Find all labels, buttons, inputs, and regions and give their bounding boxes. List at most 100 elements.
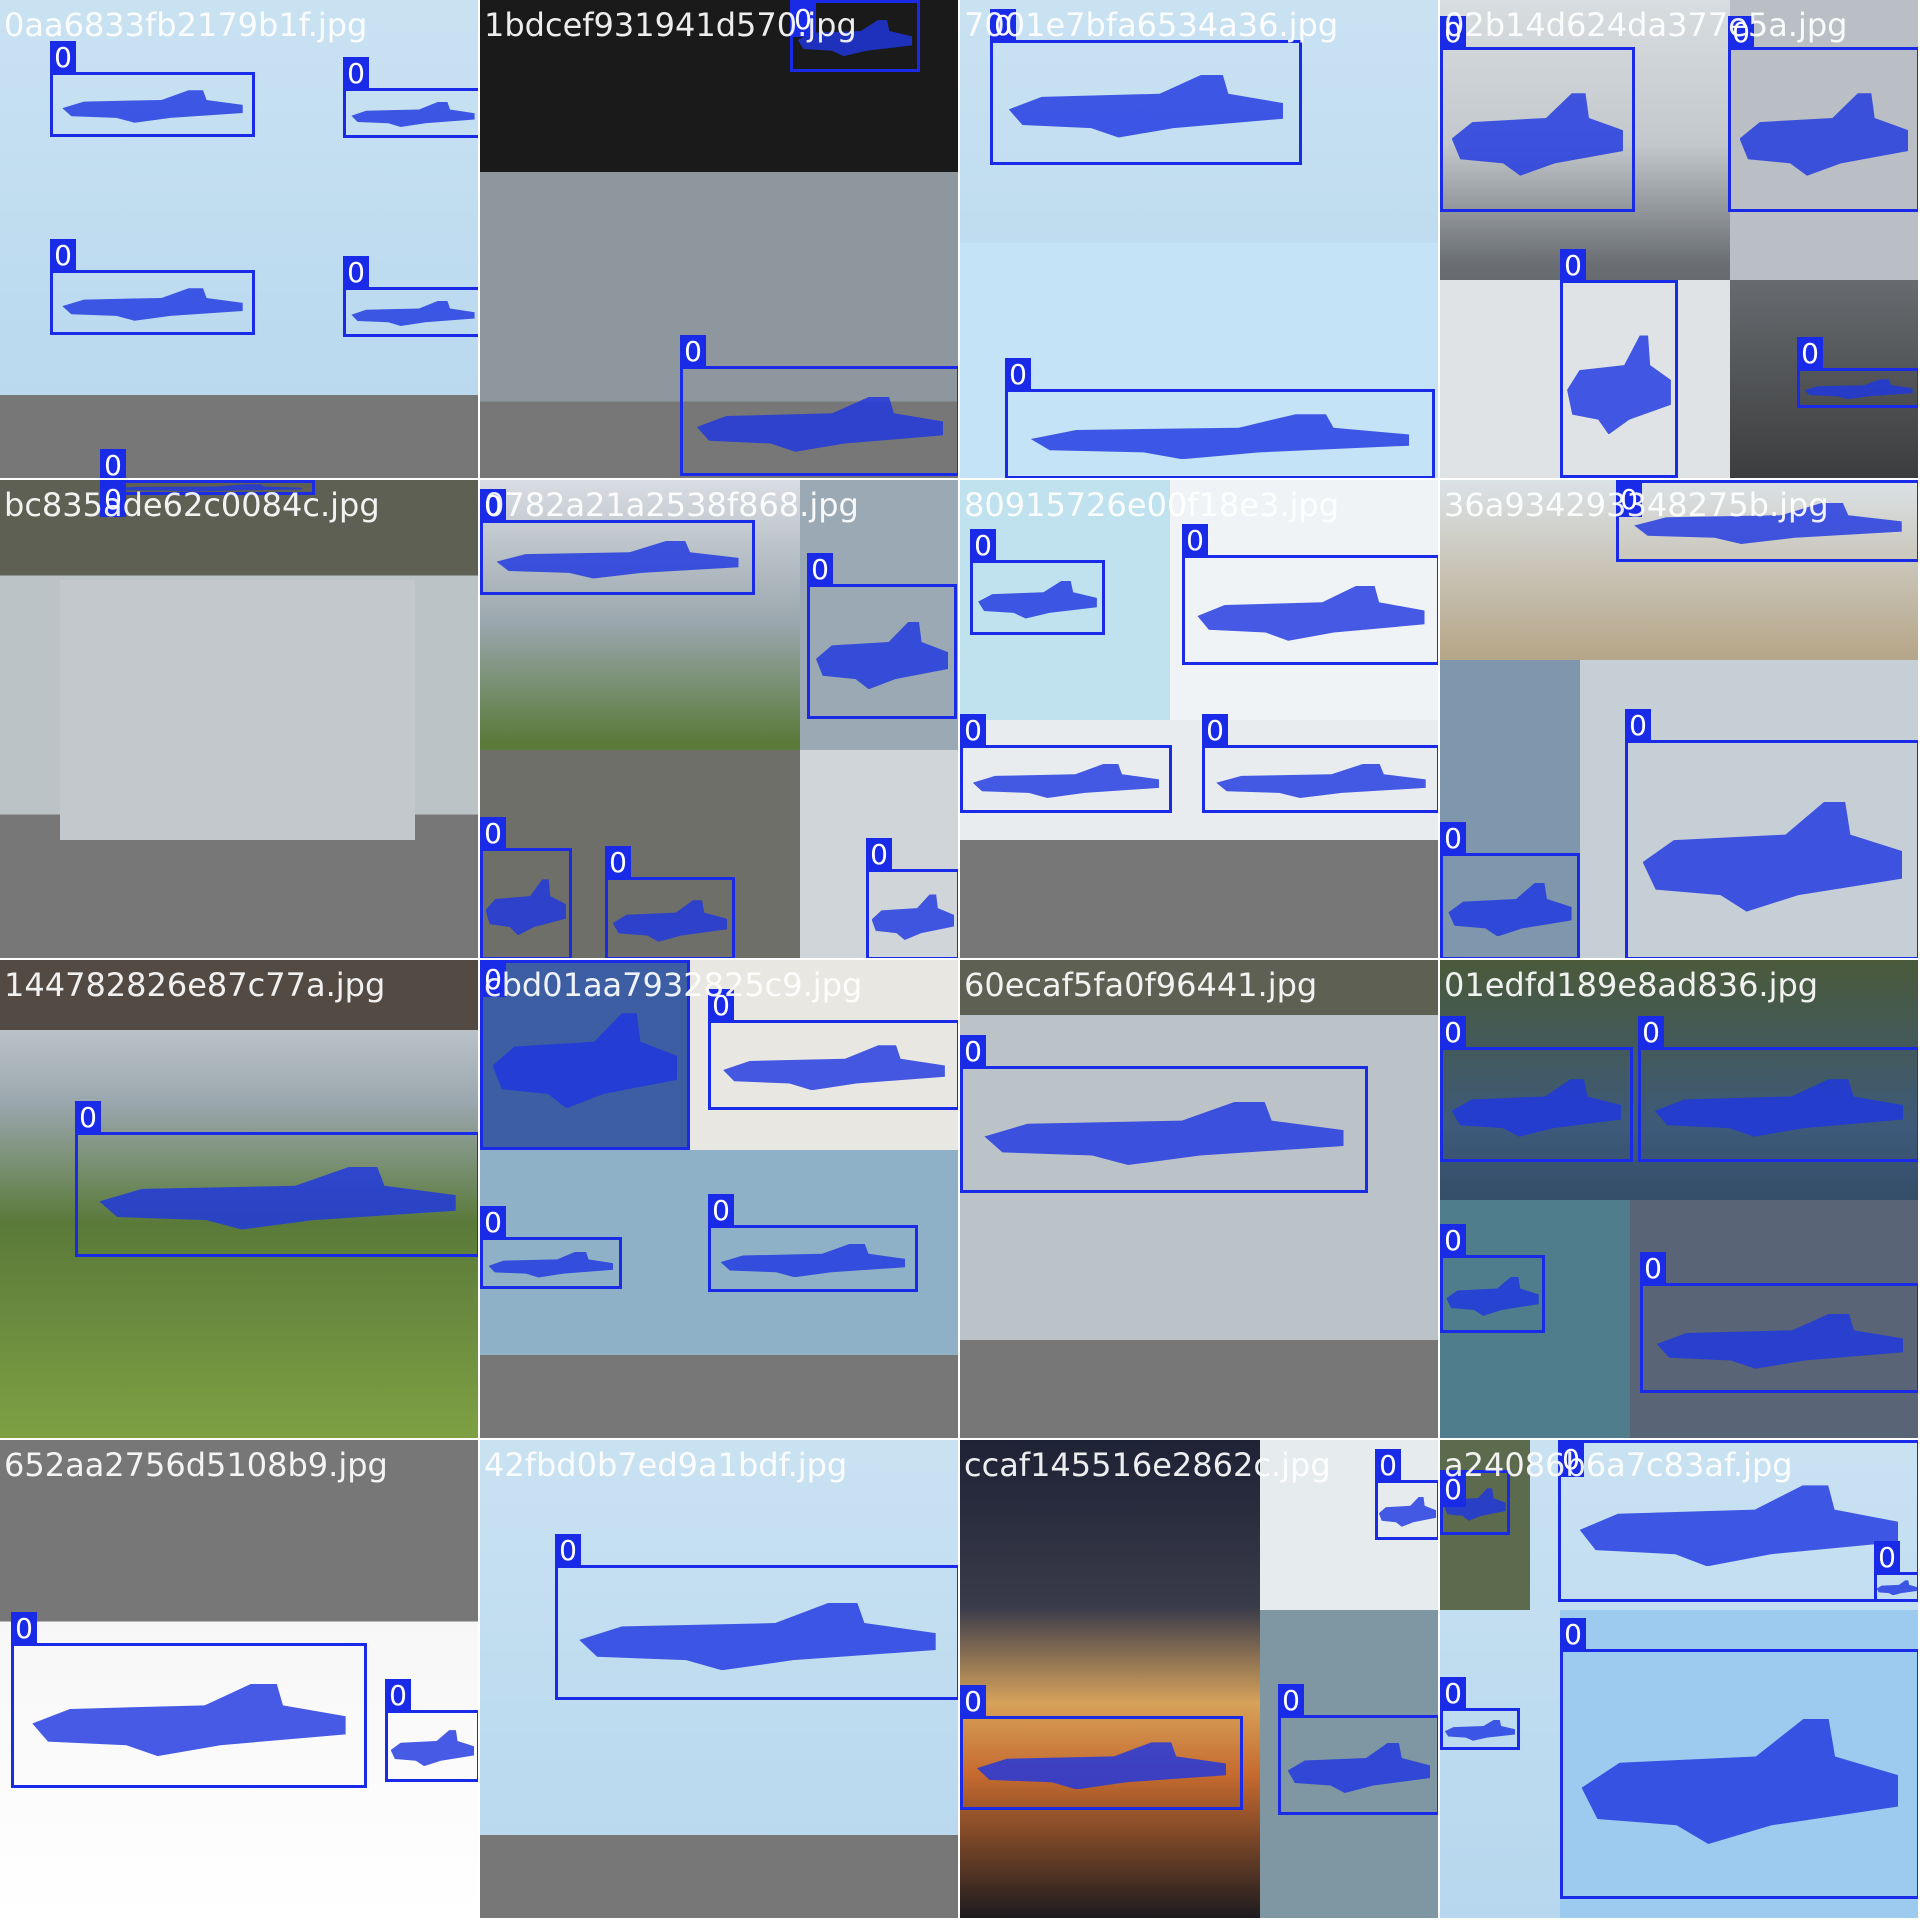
class-label: 0 bbox=[1874, 1541, 1900, 1575]
class-label: 0 bbox=[1202, 714, 1228, 748]
class-label: 0 bbox=[385, 1679, 411, 1713]
class-label: 0 bbox=[50, 41, 76, 75]
class-label: 0 bbox=[605, 846, 631, 880]
class-label: 0 bbox=[480, 963, 506, 997]
tile-filename: 01edfd189e8ad836.jpg bbox=[1444, 966, 1819, 1004]
tile-filename: 42fbd0b7ed9a1bdf.jpg bbox=[484, 1446, 848, 1484]
mosaic-tile: 000bc835ade62c0084c.jpg bbox=[0, 480, 480, 960]
class-label: 0 bbox=[708, 1194, 734, 1228]
detection-box: 0 bbox=[480, 1206, 622, 1289]
detection-box: 0 bbox=[708, 989, 958, 1110]
class-label: 0 bbox=[1640, 1252, 1666, 1286]
detection-box: 0 bbox=[960, 1685, 1243, 1810]
class-label: 0 bbox=[708, 989, 734, 1023]
class-label: 0 bbox=[1625, 709, 1651, 743]
detection-box: 0 bbox=[1728, 16, 1918, 212]
photo-region bbox=[800, 480, 958, 780]
class-label: 0 bbox=[1440, 1473, 1466, 1507]
photo-region bbox=[60, 580, 415, 840]
tile-filename: 652aa2756d5108b9.jpg bbox=[4, 1446, 388, 1484]
class-label: 0 bbox=[970, 529, 996, 563]
detection-box: 0 bbox=[1638, 1016, 1918, 1162]
class-label: 0 bbox=[807, 553, 833, 587]
photo-region bbox=[960, 1340, 1438, 1438]
class-label: 0 bbox=[790, 3, 816, 37]
detection-box: 0 bbox=[1640, 1252, 1918, 1393]
detection-box: 0 bbox=[866, 838, 958, 958]
detection-box: 0 bbox=[1560, 249, 1678, 478]
detection-box: 0 bbox=[1440, 1016, 1633, 1162]
detection-box: 0 bbox=[680, 335, 958, 476]
class-label: 0 bbox=[1558, 1443, 1584, 1477]
detection-box: 0 bbox=[480, 960, 690, 1150]
class-label: 0 bbox=[960, 1035, 986, 1069]
tile-filename: 0aa6833fb2179b1f.jpg bbox=[4, 6, 368, 44]
class-label: 0 bbox=[1616, 483, 1642, 517]
detection-box: 0 bbox=[75, 1101, 478, 1257]
detection-box: 0 bbox=[960, 1035, 1368, 1193]
detection-box: 0 bbox=[1440, 822, 1580, 958]
class-label: 0 bbox=[1440, 1224, 1466, 1258]
detection-box: 0 bbox=[1874, 1541, 1918, 1602]
tile-filename: 7001e7bfa6534a36.jpg bbox=[964, 6, 1339, 44]
detection-box: 0 bbox=[1005, 358, 1435, 478]
class-label: 0 bbox=[1797, 337, 1823, 371]
class-label: 0 bbox=[480, 1206, 506, 1240]
photo-region bbox=[690, 960, 958, 1150]
photo-region bbox=[0, 960, 478, 1030]
detection-box: 0 bbox=[1616, 480, 1918, 562]
photo-region bbox=[1170, 480, 1438, 720]
detection-box: 0 bbox=[1625, 709, 1918, 958]
detection-box: 0 bbox=[1375, 1449, 1438, 1540]
class-label: 0 bbox=[480, 817, 506, 851]
class-label: 0 bbox=[1005, 358, 1031, 392]
class-label: 0 bbox=[680, 335, 706, 369]
class-label: 0 bbox=[11, 1612, 37, 1646]
mosaic-tile: 0 0 0 0 01edfd189e8ad836.jpg bbox=[1440, 960, 1920, 1440]
photo-region bbox=[0, 395, 478, 478]
detection-box: 0 bbox=[11, 1612, 367, 1788]
detection-box: 0 bbox=[990, 9, 1302, 165]
detection-box: 0 bbox=[1558, 1440, 1918, 1602]
photo-region bbox=[1440, 1440, 1530, 1610]
detection-box: 0 bbox=[1278, 1684, 1438, 1815]
aircraft-mask bbox=[112, 484, 303, 492]
mosaic-tile: 0 60ecaf5fa0f96441.jpg bbox=[960, 960, 1440, 1440]
detection-box: 0 bbox=[1440, 1470, 1510, 1535]
class-label: 0 bbox=[1560, 1618, 1586, 1652]
detection-box: 0 bbox=[960, 714, 1172, 813]
detection-box: 0 bbox=[50, 239, 255, 335]
class-label: 0 bbox=[1560, 249, 1586, 283]
detection-box: 0 bbox=[480, 489, 755, 595]
class-label: 0 bbox=[1278, 1684, 1304, 1718]
detection-box: 0 bbox=[807, 553, 957, 719]
detection-box: 0 bbox=[1182, 524, 1438, 665]
class-label: 0 bbox=[1182, 524, 1208, 558]
detection-box: 0 bbox=[1202, 714, 1438, 813]
class-label: 0 bbox=[100, 449, 126, 478]
photo-region bbox=[1260, 1440, 1438, 1610]
class-label: 0 bbox=[555, 1534, 581, 1568]
detection-box: 0 bbox=[1797, 337, 1918, 408]
detection-box: 0 bbox=[970, 529, 1105, 635]
class-label: 0 bbox=[1440, 1016, 1466, 1050]
photo-region bbox=[480, 1355, 958, 1438]
detection-box: 0 bbox=[343, 256, 478, 337]
class-label: 0 bbox=[50, 239, 76, 273]
photo-region bbox=[480, 1150, 958, 1355]
photo-region bbox=[1630, 1200, 1918, 1438]
class-label: 0 bbox=[960, 714, 986, 748]
detection-box: 0 bbox=[343, 57, 478, 138]
detection-box: 0 bbox=[790, 0, 920, 72]
detection-box: 0 bbox=[708, 1194, 918, 1292]
tile-filename: 60ecaf5fa0f96441.jpg bbox=[964, 966, 1318, 1004]
detection-box: 0 bbox=[1440, 1224, 1545, 1333]
